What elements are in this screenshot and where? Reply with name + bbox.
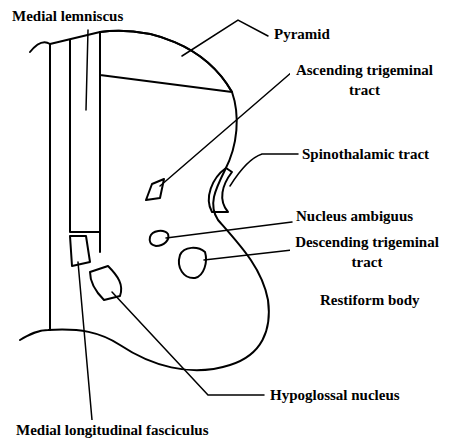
structure-label: Ascending trigeminal tract [290, 60, 439, 100]
spinothalamic-shape [209, 168, 232, 212]
structure-label: Medial lemniscus [10, 6, 125, 26]
leader-line [166, 222, 292, 238]
structure-label: Nucleus ambiguus [294, 206, 415, 226]
structure-label: Descending trigeminal tract [290, 232, 444, 272]
leader-line [78, 262, 92, 420]
structure-label: Hypoglossal nucleus [268, 385, 402, 405]
structure-label: Spinothalamic tract [300, 144, 431, 164]
medulla-outline [20, 31, 269, 370]
hypoglossal-shape [90, 266, 121, 300]
leader-line [182, 20, 268, 56]
medial-lemniscus-band [70, 40, 100, 252]
structure-label: Medial longitudinal fasciculus [14, 420, 211, 440]
mlf-shape [70, 236, 90, 266]
descending-trigeminal-shape [179, 248, 206, 278]
leader-line [112, 292, 264, 395]
structure-label: Pyramid [272, 24, 332, 44]
pyramid-shape [100, 31, 232, 92]
midline-border [49, 44, 51, 330]
ascending-trigeminal-shape [146, 179, 164, 200]
leader-line [86, 30, 88, 110]
leader-line [160, 72, 292, 186]
structure-label: Restiform body [318, 290, 422, 310]
leader-line [230, 154, 298, 186]
leader-line [204, 250, 292, 260]
